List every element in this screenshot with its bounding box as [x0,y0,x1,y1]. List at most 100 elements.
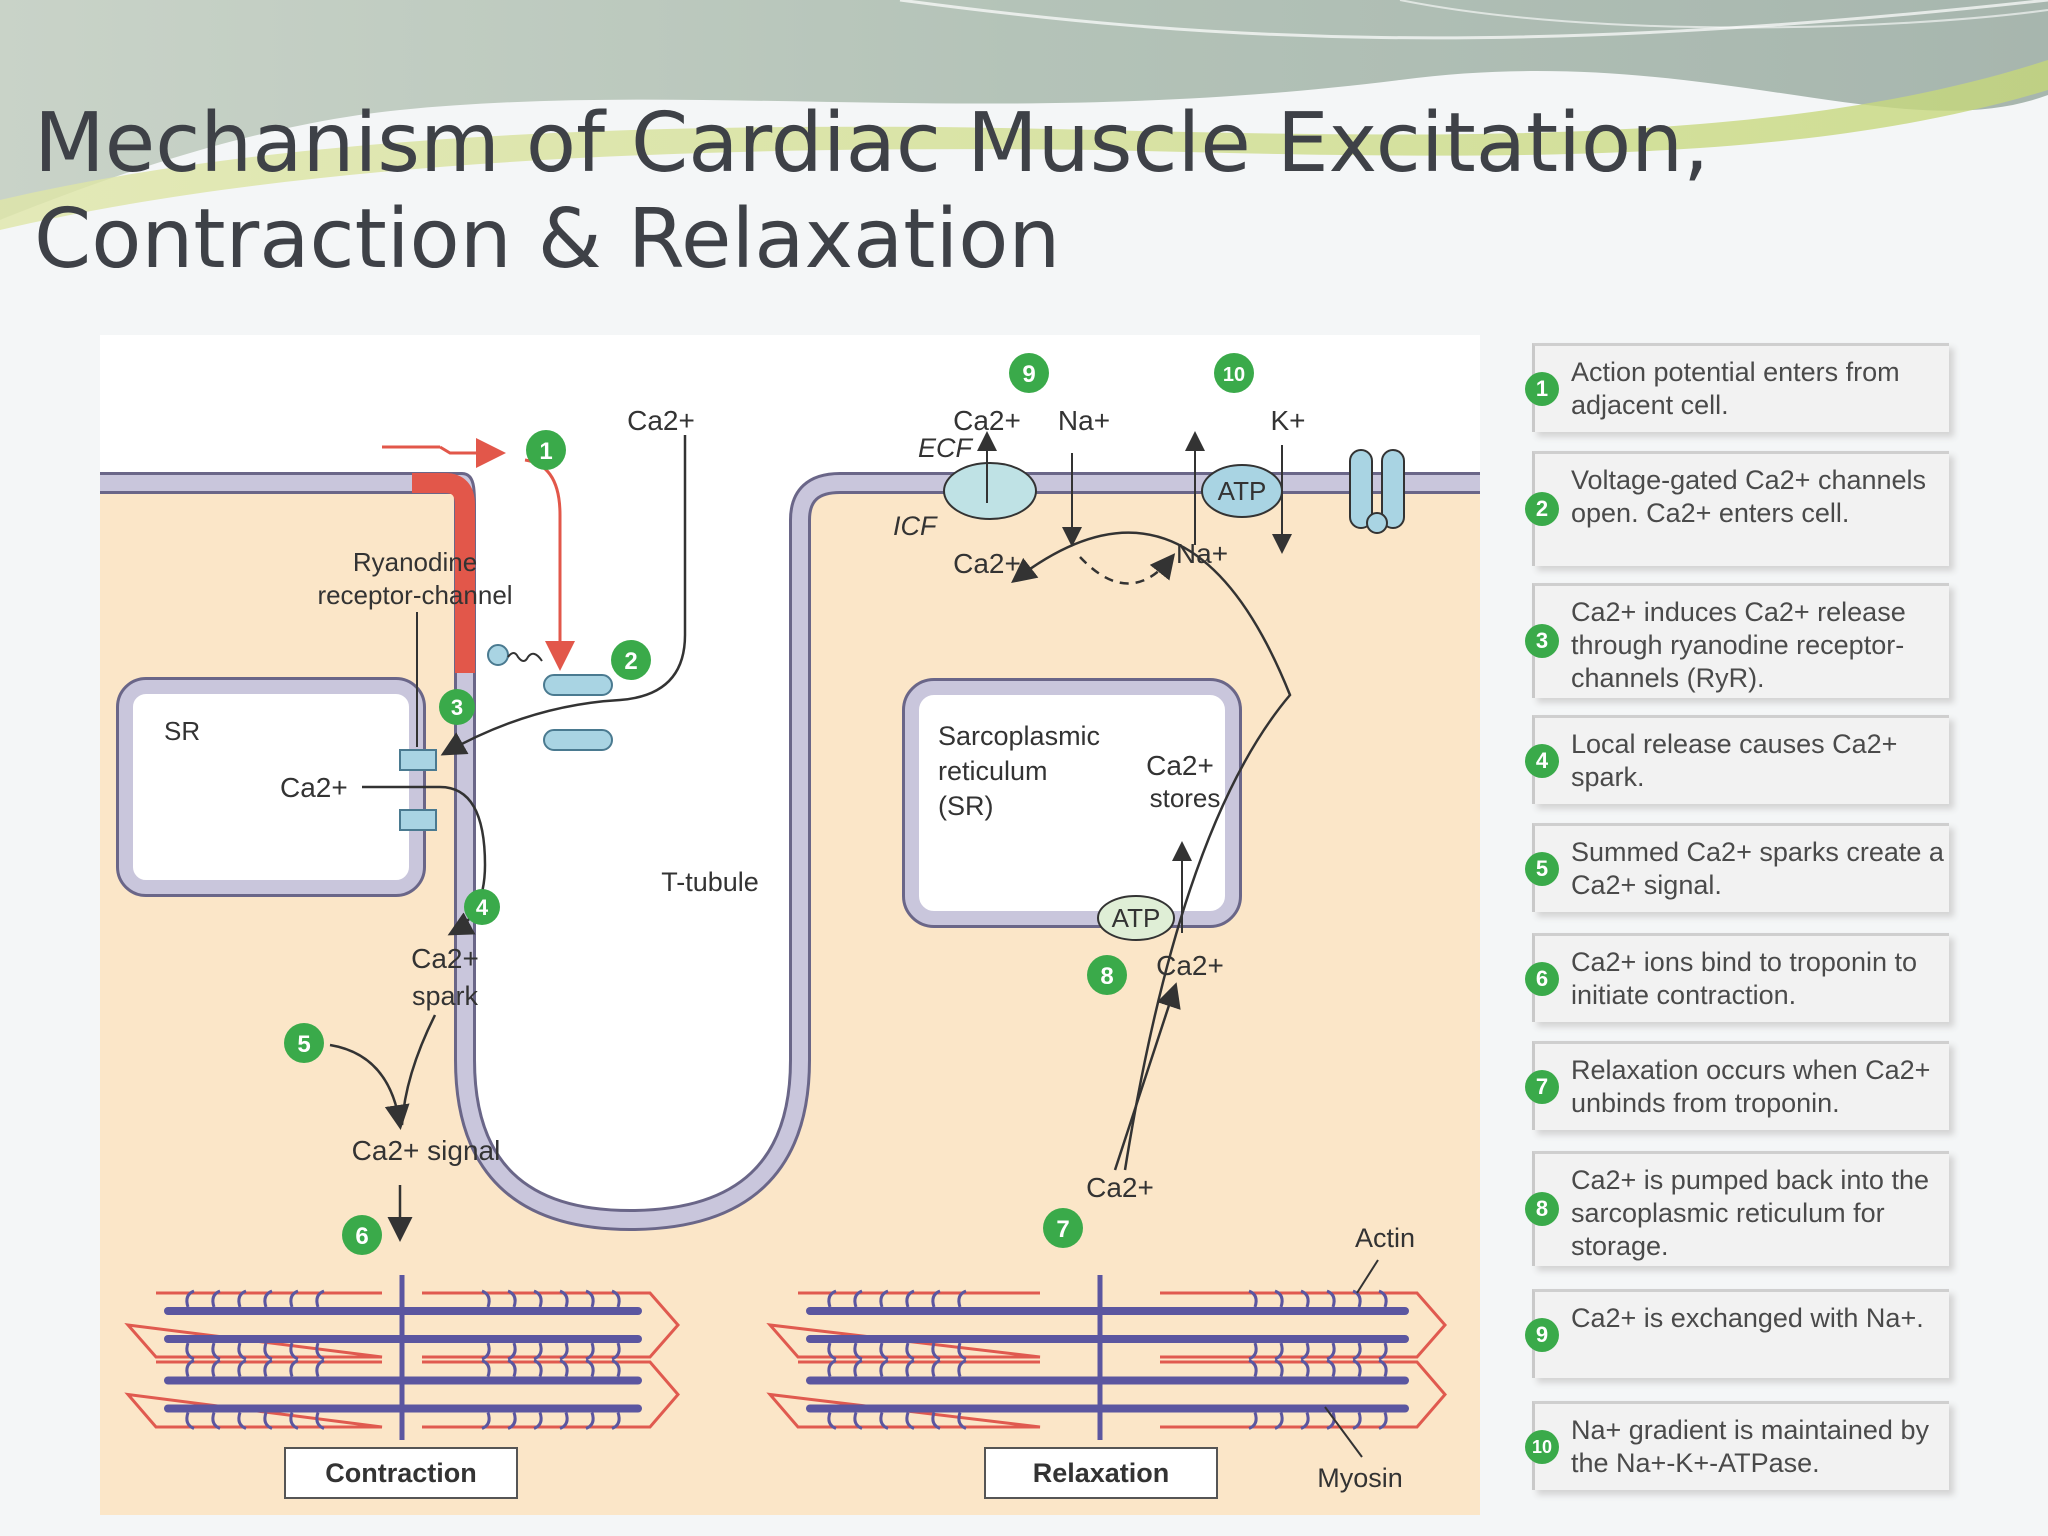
pump-atp-label: ATP [1218,476,1267,506]
myosin-head [533,1342,543,1361]
legend-step-9: 9 Ca2+ is exchanged with Na+. [1525,1289,1949,1378]
sarcomere-relaxation [766,1275,1447,1440]
myosin-head [211,1412,221,1430]
svg-text:1: 1 [539,438,552,465]
myosin-head [957,1289,967,1308]
myosin-head [879,1342,889,1361]
myosin-head [611,1289,621,1308]
myosin-head [533,1359,543,1377]
myosin-head [585,1359,595,1377]
myosin-head [905,1342,915,1361]
actin-label: Actin [1355,1223,1415,1253]
myosin-head [1300,1412,1310,1430]
legend-badge-1: 1 [1525,372,1559,406]
step-badge-9: 9 [1009,353,1049,393]
myosin-head [289,1342,299,1361]
ecf-label: ECF [918,433,974,463]
myosin-head [1300,1289,1310,1308]
myosin-head [879,1359,889,1377]
ryanodine-label-1: Ryanodine [353,547,477,577]
legend-step-5: 5 Summed Ca2+ sparks create a Ca2+ signa… [1525,823,1949,912]
myosin-head [1274,1289,1284,1308]
myosin-head [931,1359,941,1377]
myosin-head [853,1289,863,1308]
spark-ca-label: Ca2+ [411,943,479,974]
myosin-head [263,1412,273,1430]
myosin-head [1274,1359,1284,1377]
svg-text:9: 9 [1022,361,1035,388]
step-badge-6: 6 [342,1215,382,1255]
legend-step-2: 2 Voltage-gated Ca2+ channels open. Ca2+… [1525,451,1949,566]
myosin-head [507,1342,517,1361]
ncx-exchanger [943,462,1037,520]
sr-atp-label: ATP [1112,903,1161,933]
signal-label: Ca2+ signal [352,1135,501,1166]
legend-badge-6: 6 [1525,962,1559,996]
legend-badge-2: 2 [1525,492,1559,526]
legend-badge-5: 5 [1525,852,1559,886]
myosin-head [853,1359,863,1377]
myosin-head [315,1359,325,1377]
svg-text:6: 6 [355,1223,368,1250]
myosin-head [185,1412,195,1430]
myosin-head [1378,1289,1388,1308]
myosin-head [1352,1412,1362,1430]
myosin-head [1248,1289,1258,1308]
myosin-head [315,1342,325,1361]
legend-text-8: Ca2+ is pumped back into the sarcoplasmi… [1571,1165,1929,1261]
legend-text-1: Action potential enters from adjacent ce… [1571,357,1900,420]
myosin-head [211,1289,221,1308]
legend-badge-8: 8 [1525,1192,1559,1226]
myosin-head [559,1359,569,1377]
myosin-head [237,1342,247,1361]
voltage-gated-channel-bottom [543,729,613,751]
legend-step-8: 8 Ca2+ is pumped back into the sarcoplas… [1525,1151,1949,1266]
myosin-head [1300,1359,1310,1377]
legend-step-10: 10 Na+ gradient is maintained by the Na+… [1525,1401,1949,1490]
sarco-label-3: (SR) [938,791,994,821]
sarco-label-2: reticulum [938,756,1048,786]
myosin-head [185,1289,195,1308]
step-badge-5: 5 [284,1023,324,1063]
myosin-head [211,1342,221,1361]
myosin-head [585,1289,595,1308]
ttubule-label: T-tubule [661,867,759,897]
excitation-diagram: ATP ATP Ca2+ ECF ICF Ryanodine receptor-… [100,335,1480,1515]
stores-ca-label: Ca2+ [1146,750,1214,781]
sr-ca-label: Ca2+ [280,772,348,803]
step-badge-8: 8 [1087,955,1127,995]
exch-na-out-label: Na+ [1058,405,1110,436]
myosin-head [1248,1359,1258,1377]
myosin-head [1326,1412,1336,1430]
legend-text-5: Summed Ca2+ sparks create a Ca2+ signal. [1571,837,1944,900]
header-decoration [0,0,2048,230]
myosin-head [957,1359,967,1377]
myosin-head [507,1412,517,1430]
legend-text-9: Ca2+ is exchanged with Na+. [1571,1303,1924,1333]
legend-text-6: Ca2+ ions bind to troponin to initiate c… [1571,947,1917,1010]
myosin-head [289,1289,299,1308]
myosin-head [905,1412,915,1430]
myosin-head [507,1289,517,1308]
legend-step-4: 4 Local release causes Ca2+ spark. [1525,715,1949,804]
exch-ca-out-label: Ca2+ [953,405,1021,436]
step-badge-10: 10 [1214,353,1254,393]
legend-text-7: Relaxation occurs when Ca2+ unbinds from… [1571,1055,1931,1118]
myosin-head [585,1412,595,1430]
legend-badge-3: 3 [1525,624,1559,658]
myosin-head [559,1289,569,1308]
myosin-head [1352,1359,1362,1377]
svg-text:4: 4 [476,895,489,920]
svg-text:10: 10 [1223,364,1245,386]
step-badge-2: 2 [611,640,651,680]
myosin-head [931,1412,941,1430]
title-line-1: Mechanism of Cardiac Muscle Excitation, [34,96,1710,191]
legend-step-1: 1 Action potential enters from adjacent … [1525,343,1949,432]
k-channel-left [1349,449,1373,529]
myosin-head [481,1289,491,1308]
myosin-head [931,1342,941,1361]
pump-k-label: K+ [1270,405,1305,436]
myosin-head [263,1342,273,1361]
myosin-head [827,1289,837,1308]
myosin-head [237,1412,247,1430]
